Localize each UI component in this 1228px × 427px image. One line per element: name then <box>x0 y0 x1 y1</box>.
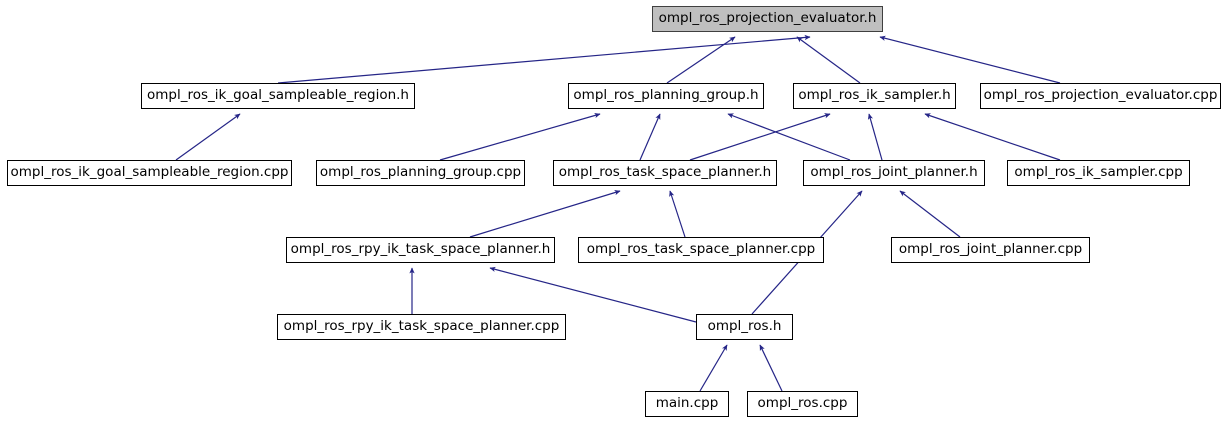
node-label: ompl_ros_projection_evaluator.cpp <box>983 87 1218 104</box>
graph-node-ompl-ros-cpp[interactable]: ompl_ros.cpp <box>747 391 858 417</box>
node-label: ompl_ros_planning_group.cpp <box>319 164 522 181</box>
edge-n12-to-n8 <box>899 190 961 238</box>
graph-node-ompl-ros-projection-evaluator-cpp[interactable]: ompl_ros_projection_evaluator.cpp <box>980 83 1221 109</box>
edge-n6-to-n2 <box>439 112 601 161</box>
graph-node-ompl-ros-h[interactable]: ompl_ros.h <box>696 314 793 340</box>
node-label: ompl_ros.cpp <box>757 395 848 412</box>
graph-node-ompl-ros-ik-sampler-cpp[interactable]: ompl_ros_ik_sampler.cpp <box>1007 160 1190 186</box>
node-label: ompl_ros_joint_planner.cpp <box>898 241 1083 258</box>
node-label: ompl_ros_ik_sampler.cpp <box>1014 164 1183 181</box>
node-label: ompl_ros.h <box>707 318 782 335</box>
node-label: ompl_ros_projection_evaluator.h <box>658 10 877 27</box>
edge-n8-to-n3 <box>867 113 883 161</box>
graph-node-ompl-ros-rpy-ik-task-space-planner-cpp[interactable]: ompl_ros_rpy_ik_task_space_planner.cpp <box>277 314 566 340</box>
edge-n5-to-n1 <box>175 113 241 161</box>
graph-node-ompl-ros-planning-group-h[interactable]: ompl_ros_planning_group.h <box>568 83 764 109</box>
graph-node-ompl-ros-task-space-planner-h[interactable]: ompl_ros_task_space_planner.h <box>553 160 777 186</box>
edge-n11-to-n7 <box>669 190 686 238</box>
edge-n4-to-n0 <box>879 35 1061 84</box>
edge-n10-to-n7 <box>469 190 621 238</box>
graph-node-ompl-ros-ik-sampler-h[interactable]: ompl_ros_ik_sampler.h <box>793 83 956 109</box>
node-label: ompl_ros_rpy_ik_task_space_planner.h <box>290 241 551 258</box>
edge-n7-to-n2 <box>639 113 661 161</box>
graph-node-ompl-ros-ik-goal-sampleable-region-h[interactable]: ompl_ros_ik_goal_sampleable_region.h <box>141 83 415 109</box>
graph-node-ompl-ros-ik-goal-sampleable-region-cpp[interactable]: ompl_ros_ik_goal_sampleable_region.cpp <box>7 160 292 186</box>
graph-node-ompl-ros-projection-evaluator-h[interactable]: ompl_ros_projection_evaluator.h <box>652 6 883 32</box>
node-label: ompl_ros_rpy_ik_task_space_planner.cpp <box>283 318 560 335</box>
node-label: ompl_ros_ik_goal_sampleable_region.h <box>147 87 409 104</box>
edge-n9-to-n3 <box>924 113 1061 161</box>
node-label: ompl_ros_joint_planner.h <box>810 164 978 181</box>
graph-node-ompl-ros-rpy-ik-task-space-planner-h[interactable]: ompl_ros_rpy_ik_task_space_planner.h <box>286 237 555 263</box>
graph-node-ompl-ros-joint-planner-cpp[interactable]: ompl_ros_joint_planner.cpp <box>891 237 1090 263</box>
node-label: ompl_ros_task_space_planner.h <box>558 164 772 181</box>
edge-n3-to-n0 <box>796 36 861 84</box>
edge-n1-to-n0 <box>277 34 811 84</box>
edge-n16-to-n14 <box>759 344 783 392</box>
graph-node-ompl-ros-joint-planner-h[interactable]: ompl_ros_joint_planner.h <box>803 160 985 186</box>
node-label: main.cpp <box>655 395 719 412</box>
graph-node-ompl-ros-task-space-planner-cpp[interactable]: ompl_ros_task_space_planner.cpp <box>578 237 824 263</box>
graph-node-ompl-ros-planning-group-cpp[interactable]: ompl_ros_planning_group.cpp <box>316 160 525 186</box>
graph-node-main-cpp[interactable]: main.cpp <box>645 391 729 417</box>
node-label: ompl_ros_ik_sampler.h <box>798 87 951 104</box>
edge-n8-to-n2 <box>727 113 851 161</box>
node-label: ompl_ros_planning_group.h <box>573 87 759 104</box>
node-label: ompl_ros_ik_goal_sampleable_region.cpp <box>10 164 289 181</box>
edge-n15-to-n14 <box>699 344 728 392</box>
edge-n7-to-n3 <box>689 113 831 161</box>
edge-n2-to-n0 <box>666 36 736 84</box>
node-label: ompl_ros_task_space_planner.cpp <box>586 241 816 258</box>
